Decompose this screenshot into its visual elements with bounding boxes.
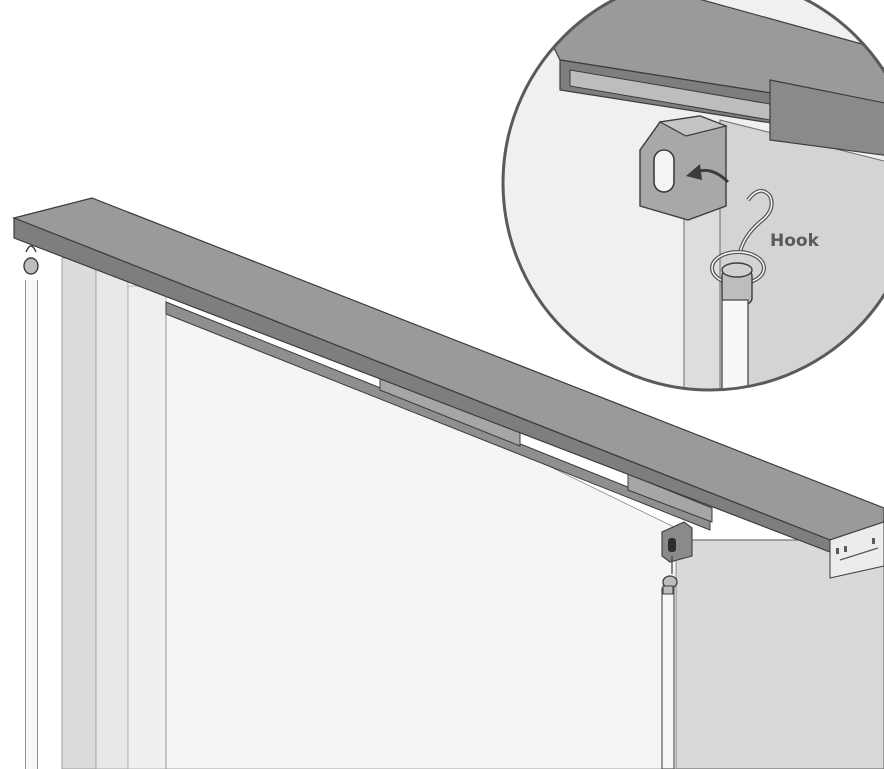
head-rail bbox=[12, 197, 884, 579]
back-panel-1 bbox=[61, 257, 97, 769]
hook-label: Hook bbox=[770, 231, 820, 251]
bracket bbox=[639, 115, 728, 221]
main-scene bbox=[12, 197, 884, 769]
back-panel-2 bbox=[95, 267, 129, 769]
left-cord bbox=[23, 245, 39, 769]
center-cord bbox=[661, 585, 675, 769]
right-panel bbox=[675, 539, 884, 769]
detail-callout: Hook bbox=[501, 0, 884, 392]
rail-carrier bbox=[661, 521, 693, 589]
back-panel-3 bbox=[127, 285, 167, 769]
